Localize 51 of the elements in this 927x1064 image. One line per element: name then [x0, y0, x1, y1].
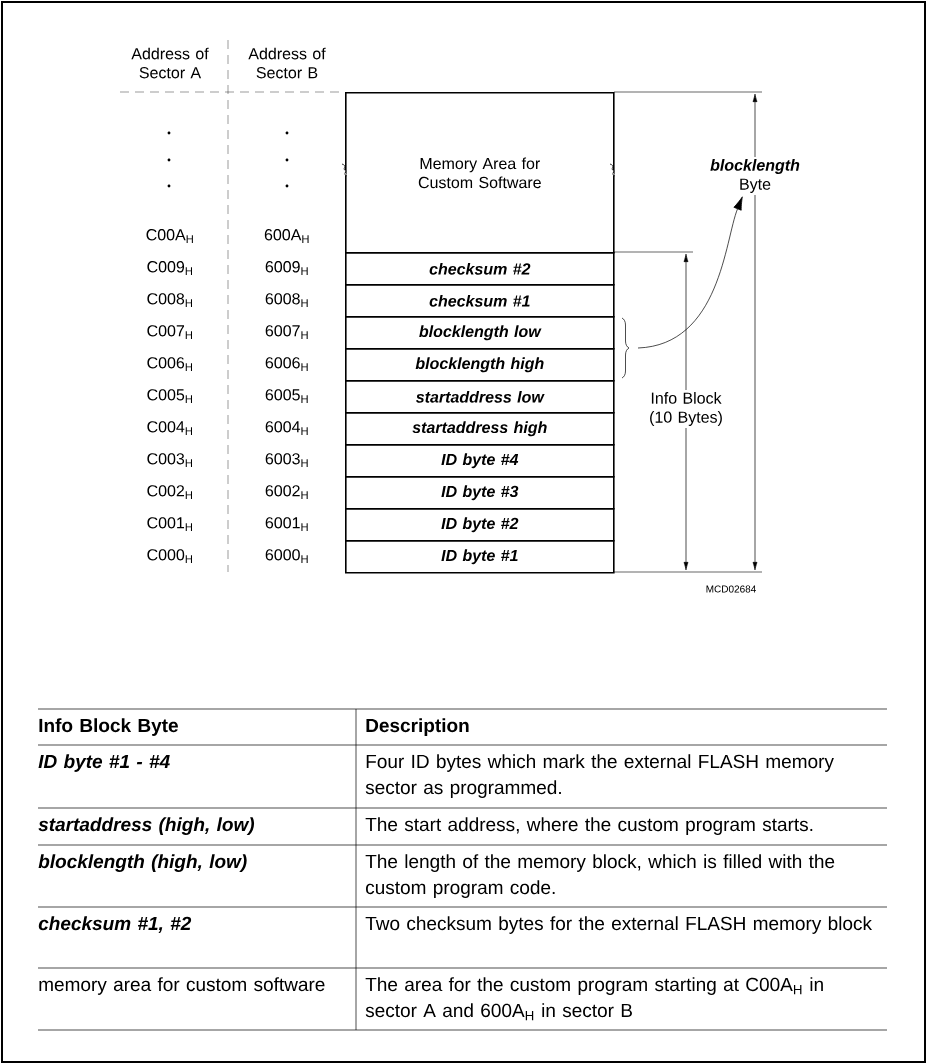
table-cell: memory area for custom software	[39, 977, 325, 995]
memory-cell: checksum #1	[345, 284, 615, 318]
address-label: C006$_{H}$	[147, 357, 192, 371]
memory-cell: checksum #2	[345, 252, 615, 286]
memory-cell: ID byte #1	[345, 540, 615, 574]
memory-area-box: Memory Area for Custom Software	[345, 92, 615, 254]
address-label: 6002$_{H}$	[265, 485, 308, 499]
address-label: 6006$_{H}$	[265, 357, 308, 371]
address-label: C002$_{H}$	[147, 485, 192, 499]
address-label: 6001$_{H}$	[265, 517, 308, 531]
address-label: C008$_{H}$	[147, 293, 192, 307]
address-label: 6003$_{H}$	[265, 453, 308, 467]
memory-cell: ID byte #2	[345, 508, 615, 542]
address-label: C001$_{H}$	[147, 517, 192, 531]
address-label: 6005$_{H}$	[265, 389, 308, 403]
address-label: 6004$_{H}$	[265, 421, 308, 435]
memory-cell: blocklength high	[345, 348, 615, 382]
curved-arrow	[637, 196, 743, 349]
address-label: 6007$_{H}$	[265, 325, 308, 339]
table-header: Info Block Byte	[39, 718, 178, 736]
memory-cell: blocklength low	[345, 316, 615, 350]
column-header: Address of Sector B	[248, 47, 326, 79]
address-label: C003$_{H}$	[147, 453, 192, 467]
address-label: C007$_{H}$	[147, 325, 192, 339]
table-cell: Two checksum bytes for the external FLASH memory block	[365, 916, 872, 934]
table-cell: startaddress (high, low)	[38, 817, 255, 835]
address-label: 6000$_{H}$	[265, 549, 308, 563]
table-cell: blocklength (high, low)	[38, 854, 247, 872]
address-label: C004$_{H}$	[147, 421, 192, 435]
table-cell: ID byte #1 - #4	[38, 754, 170, 772]
memory-cell: ID byte #4	[345, 444, 615, 478]
figure-id: MCD02684	[706, 585, 756, 593]
address-label: 6008$_{H}$	[265, 293, 308, 307]
table-header: Description	[366, 718, 469, 736]
address-label: C00A$_{H}$	[146, 229, 193, 243]
table-cell: The start address, where the custom program starts.	[365, 817, 813, 835]
table-cell: Four ID bytes which mark the external FLASH memory sector as programmed.	[365, 754, 834, 798]
address-label: C005$_{H}$	[147, 389, 192, 403]
dimension-label: Info Block (10 Bytes)	[638, 390, 734, 428]
address-label: C009$_{H}$	[147, 261, 192, 275]
memory-cell: startaddress high	[345, 412, 615, 446]
table-cell: checksum #1, #2	[38, 916, 192, 933]
address-label: C000$_{H}$	[147, 549, 192, 563]
table-cell: The area for the custom program starting at C00A$_{H}$ in sector A and 600A$_{H}$ in sector B	[365, 977, 823, 1021]
address-label: 600A$_{H}$	[264, 229, 309, 243]
memory-cell: ID byte #3	[345, 476, 615, 510]
table-cell: The length of the memory block, which is filled with the custom program code.	[365, 854, 835, 898]
address-label: 6009$_{H}$	[265, 261, 308, 275]
column-header: Address of Sector A	[131, 47, 209, 79]
dimension-label: blocklength Byte	[708, 157, 802, 195]
memory-cell: startaddress low	[345, 380, 615, 414]
